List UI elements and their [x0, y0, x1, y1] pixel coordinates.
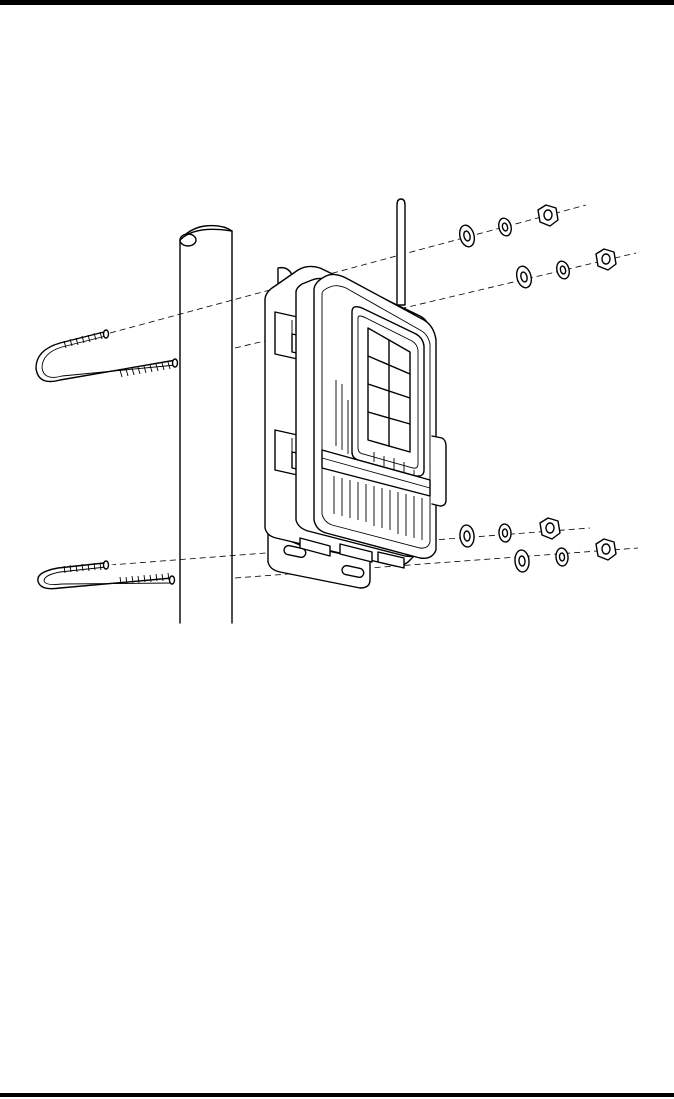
washer-icon [555, 548, 569, 567]
washer-icon [459, 524, 475, 547]
washer-icon [498, 524, 512, 543]
u-bolt-icon [38, 561, 175, 589]
washer-icon [514, 265, 533, 290]
washer-icon [457, 224, 476, 249]
hex-nut-icon [596, 249, 616, 270]
washer-icon [555, 260, 571, 280]
pole-icon [180, 226, 232, 623]
washer-icon [514, 549, 530, 572]
antenna-icon [397, 199, 405, 305]
u-bolt-icon [36, 330, 178, 382]
hex-nut-icon [596, 539, 616, 560]
bottom-rule [0, 1093, 674, 1097]
hex-nut-icon [540, 518, 560, 539]
enclosure-icon [265, 266, 446, 568]
hex-nut-icon [538, 205, 558, 226]
washer-icon [497, 217, 513, 237]
